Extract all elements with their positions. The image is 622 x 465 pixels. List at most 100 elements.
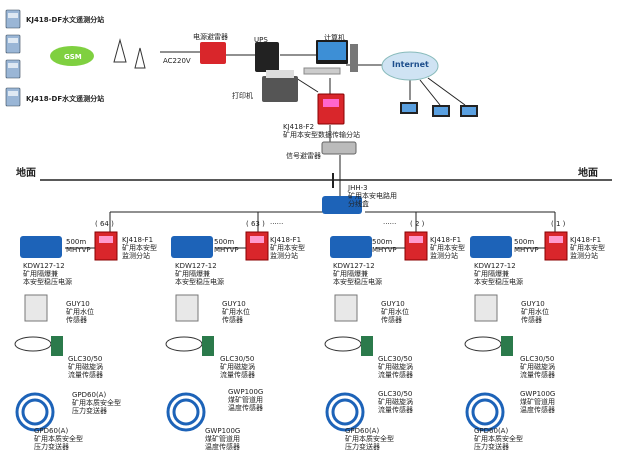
col1-kdw: KDW127-12 矿用隔爆兼 本安型稳压电源 xyxy=(23,262,72,286)
col4-cable: 500m MHYVP xyxy=(514,238,539,254)
col1-guy: GUY10 矿用水位 传感器 xyxy=(66,300,94,324)
col4-glc-cable-icon xyxy=(464,336,502,352)
telemetry-screen-3 xyxy=(8,91,18,96)
ac-voltage-label: AC220V xyxy=(163,57,191,65)
signal-arrester-icon xyxy=(321,141,357,155)
col4-f1: KJ418-F1 矿用本安型 监测分站 xyxy=(570,236,605,260)
col2-kdw: KDW127-12 矿用隔爆兼 本安型稳压电源 xyxy=(175,262,224,286)
telemetry-station-icon-3 xyxy=(5,87,21,107)
f2-display xyxy=(323,99,339,107)
col2-f1: KJ418-F1 矿用本安型 监测分站 xyxy=(270,236,305,260)
col4-guy: GUY10 矿用水位 传感器 xyxy=(521,300,549,324)
computer-label: 计算机 xyxy=(324,34,345,42)
col2-guy-sensor-icon xyxy=(175,294,199,322)
antenna-icon-2 xyxy=(134,47,146,69)
col4-kdw: KDW127-12 矿用隔爆兼 本安型稳压电源 xyxy=(474,262,523,286)
signal-arrester-label: 信号避雷器 xyxy=(286,152,321,160)
ground-label-right: 地面 xyxy=(578,168,598,179)
client-pc-screen-2 xyxy=(462,107,476,115)
col1-glc: GLC30/50 矿用磁旋涡 流量传感器 xyxy=(68,355,103,379)
col1-gpd: GPD60(A) 矿用本质安全型 压力变送器 xyxy=(72,391,121,415)
col3-guy: GUY10 矿用水位 传感器 xyxy=(381,300,409,324)
col2-gpd-coil-icon xyxy=(166,392,206,432)
col3-glc-sensor-icon xyxy=(361,336,373,356)
col4-kdw-power-icon xyxy=(470,236,512,258)
telemetry-screen-2 xyxy=(8,63,18,68)
col2-glc-sensor-icon xyxy=(202,336,214,356)
gsm-cloud-icon xyxy=(50,46,94,66)
col2-gwp: GWP100G 煤矿管道用 温度传感器 xyxy=(228,388,264,412)
client-pc-screen-1 xyxy=(434,107,448,115)
col1-gpd-coil-icon xyxy=(15,392,55,432)
internet-label: Internet xyxy=(392,60,429,69)
col1-gpd-coil-inner xyxy=(21,398,49,426)
col4-f1-display xyxy=(549,236,563,243)
col2-glc: GLC30/50 矿用磁旋涡 流量传感器 xyxy=(220,355,255,379)
col3-kdw: KDW127-12 矿用隔爆兼 本安型稳压电源 xyxy=(333,262,382,286)
col3-gpd-coil-icon xyxy=(325,392,365,432)
col1-glc-cable-icon xyxy=(14,336,52,352)
station-label-top: KJ418-DF水文遥测分站 xyxy=(26,16,105,24)
station-label-bottom: KJ418-DF水文遥测分站 xyxy=(26,95,105,103)
col4-glc: GLC30/50 矿用磁旋涡 流量传感器 xyxy=(520,355,555,379)
col3-kdw-power-icon xyxy=(330,236,372,258)
ground-label-left: 地面 xyxy=(16,168,36,179)
col1-glc-sensor-icon xyxy=(51,336,63,356)
telemetry-station-icon-0 xyxy=(5,9,21,29)
client-pc-screen-0 xyxy=(402,104,416,112)
col2-gpd-coil-inner xyxy=(172,398,200,426)
gsm-label: GSM xyxy=(64,53,82,61)
col3-index: ( 2 ) xyxy=(410,220,425,228)
power-arrester-label: 电源避雷器 xyxy=(193,33,228,41)
ups-label: UPS xyxy=(254,36,268,44)
power-arrester-icon xyxy=(200,42,226,64)
internet-cloud-icon xyxy=(381,51,439,81)
col4-gwp: GWP100G 煤矿管道用 温度传感器 xyxy=(520,390,556,414)
junction-box-icon xyxy=(322,196,362,214)
col2-gwp2: GWP100G 煤矿管道用 温度传感器 xyxy=(205,427,241,451)
telemetry-station-icon-2 xyxy=(5,59,21,79)
col4-gpd-coil-icon xyxy=(465,392,505,432)
col1-guy-sensor-icon xyxy=(24,294,48,322)
col2-glc-cable-icon xyxy=(165,336,203,352)
computer-screen xyxy=(318,42,346,60)
col3-dots: ...... xyxy=(383,218,397,226)
junction-box-label: JHH-3 矿用本安电路用 分线盒 xyxy=(348,184,397,208)
printer-paper xyxy=(266,70,294,78)
printer-icon xyxy=(262,76,298,102)
col3-f1-display xyxy=(409,236,423,243)
col3-glc-cable-icon xyxy=(324,336,362,352)
col1-gpd2: GPD60(A) 矿用本质安全型 压力变送器 xyxy=(34,427,83,451)
col3-f1: KJ418-F1 矿用本安型 监测分站 xyxy=(430,236,465,260)
col3-guy-sensor-icon xyxy=(334,294,358,322)
telemetry-screen-1 xyxy=(8,38,18,43)
f2-station-icon xyxy=(317,93,345,125)
col3-cable: 500m MHYVP xyxy=(372,238,397,254)
col2-guy: GUY10 矿用水位 传感器 xyxy=(222,300,250,324)
col4-glc-sensor-icon xyxy=(501,336,513,356)
col2-dots: ...... xyxy=(270,218,284,226)
antenna-icon-1 xyxy=(113,38,127,63)
col3-gpd: GPD60(A) 矿用本质安全型 压力变送器 xyxy=(345,427,394,451)
telemetry-screen-0 xyxy=(8,13,18,18)
ups-icon xyxy=(255,42,279,72)
col1-f1: KJ418-F1 矿用本安型 监测分站 xyxy=(122,236,157,260)
col1-kdw-power-icon xyxy=(20,236,62,258)
printer-label: 打印机 xyxy=(232,92,253,100)
col1-f1-display xyxy=(99,236,113,243)
telemetry-station-icon-1 xyxy=(5,34,21,54)
pc-tower-icon xyxy=(350,44,358,72)
col2-index: ( 63 ) xyxy=(246,220,265,228)
col3-glc: GLC30/50 矿用磁旋涡 流量传感器 xyxy=(378,355,413,379)
f2-station-label: KJ418-F2 矿用本安型数据传输分站 xyxy=(283,123,360,139)
col4-gpd-coil-inner xyxy=(471,398,499,426)
col4-gpd: GPD60(A) 矿用本质安全型 压力变送器 xyxy=(474,427,523,451)
col3-glc2: GLC30/50 矿用磁旋涡 流量传感器 xyxy=(378,390,413,414)
col3-gpd-coil-inner xyxy=(331,398,359,426)
col1-index: ( 64 ) xyxy=(95,220,114,228)
col2-f1-display xyxy=(250,236,264,243)
col4-guy-sensor-icon xyxy=(474,294,498,322)
